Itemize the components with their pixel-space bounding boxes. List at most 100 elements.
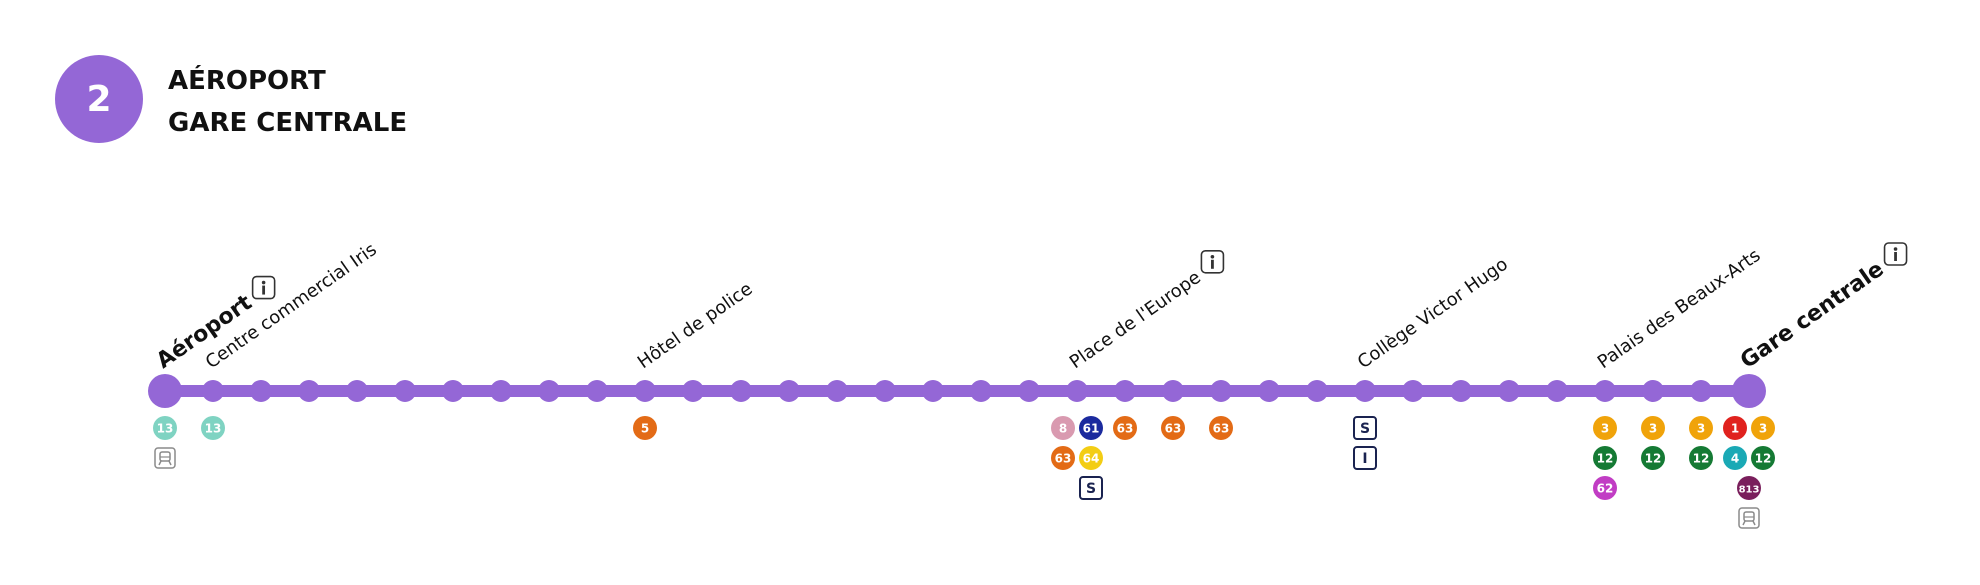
- stop-dot[interactable]: [1690, 380, 1712, 402]
- connection-badge[interactable]: 12: [1751, 446, 1775, 470]
- stop-dot[interactable]: [1306, 380, 1328, 402]
- stop-dot[interactable]: [1258, 380, 1280, 402]
- stop-label-group[interactable]: Collège Victor Hugo: [1354, 254, 1512, 373]
- stop-dot[interactable]: [1402, 380, 1424, 402]
- connection-badge[interactable]: 13: [153, 416, 177, 440]
- stop-dot[interactable]: [826, 380, 848, 402]
- stop-dot[interactable]: [970, 380, 992, 402]
- stop-label-group[interactable]: Gare centrale: [1733, 233, 1917, 375]
- service-square-badge[interactable]: S: [1079, 476, 1103, 500]
- stop-dot[interactable]: [1642, 380, 1664, 402]
- stop-dot[interactable]: [346, 380, 368, 402]
- line-number: 2: [86, 78, 112, 120]
- connection-label: 61: [1083, 422, 1100, 436]
- connection-label: 3: [1649, 422, 1657, 436]
- line-number-badge: 2: [55, 55, 143, 143]
- service-square-badge[interactable]: I: [1353, 446, 1377, 470]
- stop-dot[interactable]: [1594, 380, 1616, 402]
- stop-dot[interactable]: [730, 380, 752, 402]
- stop-dot[interactable]: [298, 380, 320, 402]
- connection-label: 63: [1213, 422, 1230, 436]
- connection-label: 63: [1117, 422, 1134, 436]
- connection-badge[interactable]: 61: [1079, 416, 1103, 440]
- connection-badge[interactable]: 63: [1113, 416, 1137, 440]
- stop-dot[interactable]: [1018, 380, 1040, 402]
- stop-name: Hôtel de police: [634, 278, 757, 373]
- stop-dot[interactable]: [1066, 380, 1088, 402]
- train-icon: [1738, 507, 1760, 529]
- connection-badge[interactable]: 63: [1161, 416, 1185, 440]
- stop-label-group[interactable]: Place de l'Europe: [1061, 240, 1234, 374]
- stop-dot[interactable]: [634, 380, 656, 402]
- connection-label: 4: [1731, 452, 1739, 466]
- service-label: I: [1362, 451, 1367, 467]
- connection-badge[interactable]: 4: [1723, 446, 1747, 470]
- stop-dot[interactable]: [778, 380, 800, 402]
- connection-label: 3: [1759, 422, 1767, 436]
- stop-dot[interactable]: [1210, 380, 1232, 402]
- terminus-dot[interactable]: [148, 374, 182, 408]
- connection-label: 62: [1597, 482, 1614, 496]
- connection-label: 3: [1697, 422, 1705, 436]
- connection-badge[interactable]: 12: [1689, 446, 1713, 470]
- connection-badge[interactable]: 12: [1641, 446, 1665, 470]
- stop-dot[interactable]: [1546, 380, 1568, 402]
- connection-label: 12: [1755, 452, 1772, 466]
- connection-badge[interactable]: 1: [1723, 416, 1747, 440]
- stop-dots: [148, 374, 1766, 408]
- train-icon: [154, 447, 176, 469]
- stop-label-group[interactable]: Hôtel de police: [634, 278, 757, 373]
- connection-badge[interactable]: 63: [1051, 446, 1075, 470]
- connection-badge[interactable]: 8: [1051, 416, 1075, 440]
- connection-label: 13: [205, 422, 222, 436]
- stop-name: Gare centrale: [1736, 257, 1888, 374]
- connection-badge[interactable]: 3: [1751, 416, 1775, 440]
- stop-dot[interactable]: [1354, 380, 1376, 402]
- terminus-dot[interactable]: [1732, 374, 1766, 408]
- stop-dot[interactable]: [490, 380, 512, 402]
- connection-label: 13: [157, 422, 174, 436]
- stop-dot[interactable]: [394, 380, 416, 402]
- info-icon[interactable]: [1200, 249, 1225, 274]
- info-icon[interactable]: [251, 275, 276, 300]
- stop-dot[interactable]: [586, 380, 608, 402]
- connection-badge[interactable]: 5: [633, 416, 657, 440]
- stop-dot[interactable]: [1114, 380, 1136, 402]
- connection-label: 12: [1645, 452, 1662, 466]
- connection-badge[interactable]: 3: [1593, 416, 1617, 440]
- stop-dot[interactable]: [1450, 380, 1472, 402]
- stop-dot[interactable]: [1498, 380, 1520, 402]
- service-square-badge[interactable]: S: [1353, 416, 1377, 440]
- connection-badge[interactable]: 62: [1593, 476, 1617, 500]
- route-destination: GARE CENTRALE: [168, 108, 408, 138]
- service-label: S: [1360, 421, 1370, 437]
- stop-dot[interactable]: [874, 380, 896, 402]
- stop-dot[interactable]: [538, 380, 560, 402]
- connection-badge[interactable]: 813: [1737, 476, 1761, 500]
- stop-dot[interactable]: [202, 380, 224, 402]
- stop-dot[interactable]: [250, 380, 272, 402]
- stop-dot[interactable]: [922, 380, 944, 402]
- connection-badge[interactable]: 3: [1689, 416, 1713, 440]
- stop-dot[interactable]: [1162, 380, 1184, 402]
- connection-label: 63: [1055, 452, 1072, 466]
- connection-badge[interactable]: 63: [1209, 416, 1233, 440]
- connection-label: 5: [641, 422, 649, 436]
- connection-label: 813: [1739, 485, 1760, 496]
- stop-dot[interactable]: [682, 380, 704, 402]
- connection-badge[interactable]: 3: [1641, 416, 1665, 440]
- connection-badge[interactable]: 64: [1079, 446, 1103, 470]
- connection-label: 63: [1165, 422, 1182, 436]
- connection-label: 8: [1059, 422, 1067, 436]
- info-icon[interactable]: [1883, 242, 1908, 266]
- route-origin: AÉROPORT: [168, 66, 326, 96]
- connection-badge[interactable]: 13: [201, 416, 225, 440]
- stop-dot[interactable]: [442, 380, 464, 402]
- connection-label: 3: [1601, 422, 1609, 436]
- connection-label: 12: [1693, 452, 1710, 466]
- connection-badge[interactable]: 12: [1593, 446, 1617, 470]
- stop-name: Place de l'Europe: [1066, 267, 1205, 373]
